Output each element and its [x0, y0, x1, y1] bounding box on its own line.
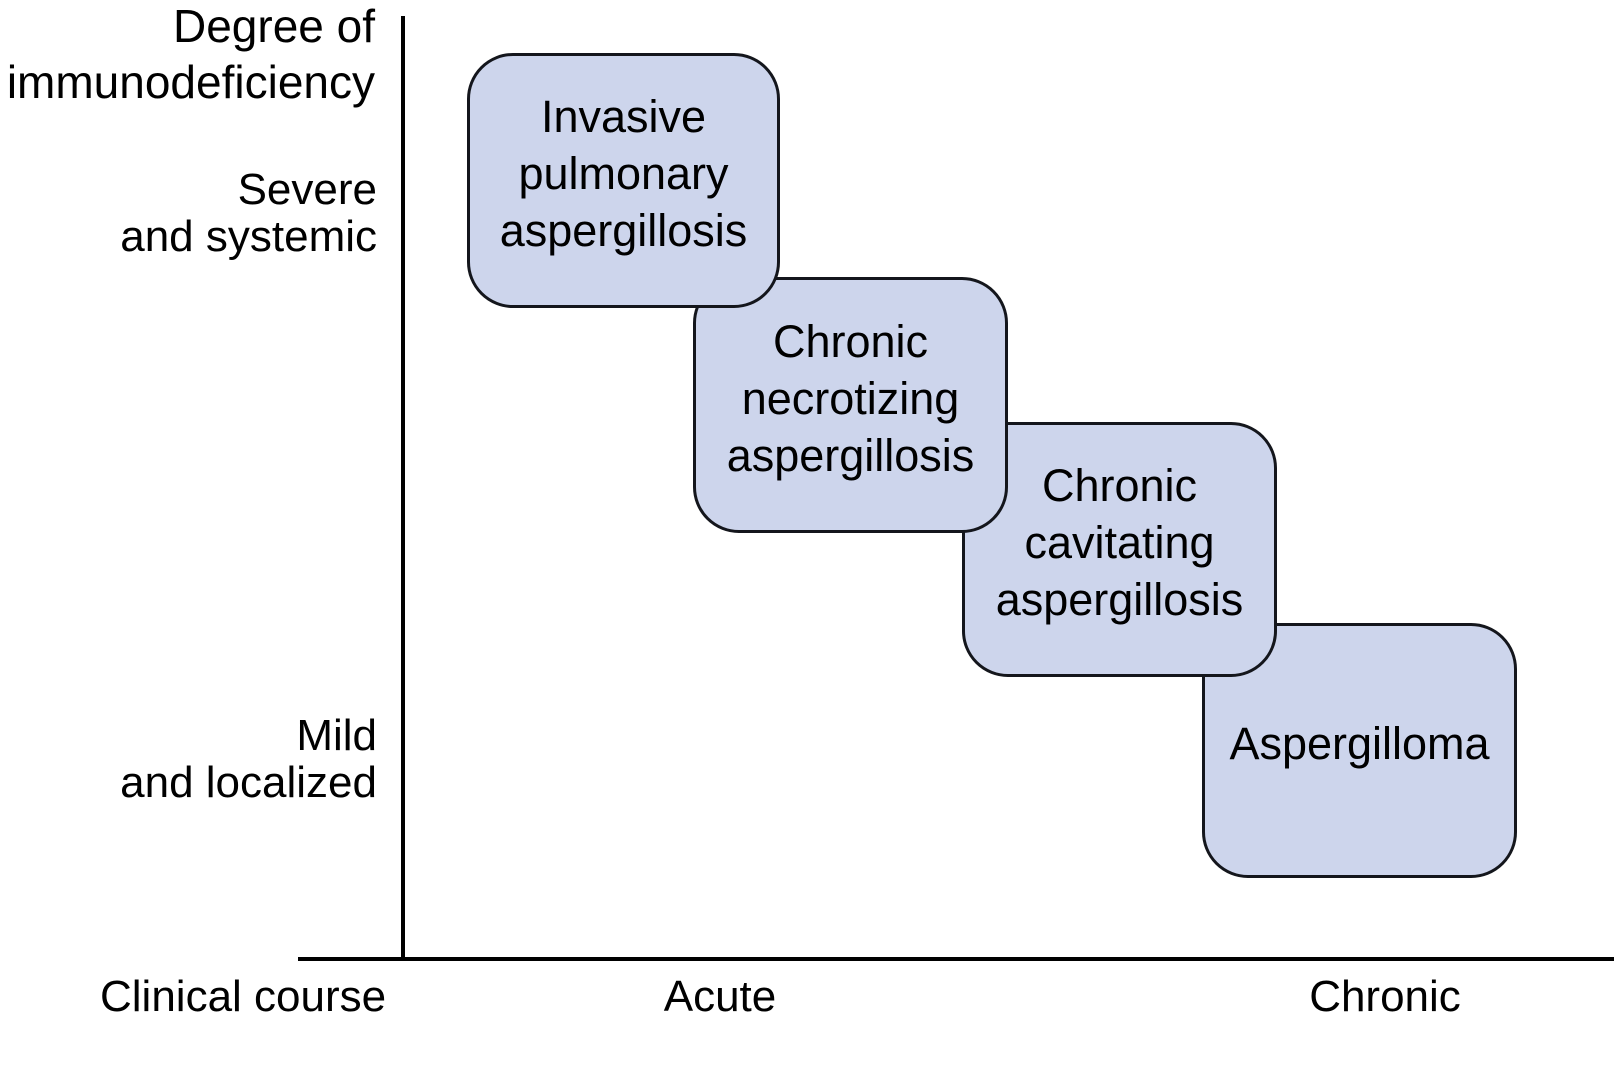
- x-axis-label-acute: Acute: [663, 972, 777, 1021]
- x-axis-label-chronic: Chronic: [1309, 972, 1461, 1021]
- y-axis-title: Degree of immunodeficiency: [6, 0, 375, 108]
- box-label: Chronic necrotizing aspergillosis: [726, 315, 975, 481]
- box-label: Aspergilloma: [1229, 718, 1490, 769]
- x-axis-title: Clinical course: [100, 972, 387, 1021]
- box-label: Invasive pulmonary aspergillosis: [499, 91, 748, 256]
- x-axis-line: [298, 957, 1614, 961]
- y-axis-label-severe-systemic: Severe and systemic: [120, 165, 377, 261]
- box-label: Chronic cavitating aspergillosis: [995, 460, 1244, 625]
- diagram-box-chronic-cavitating-aspergillosis: Chronic cavitating aspergillosis: [962, 422, 1277, 677]
- y-axis-label-mild-localized: Mild and localized: [120, 711, 377, 807]
- diagram-box-chronic-necrotizing-aspergillosis: Chronic necrotizing aspergillosis: [693, 277, 1008, 533]
- diagram-box-aspergilloma: Aspergilloma: [1202, 623, 1517, 878]
- y-axis-line: [401, 16, 405, 961]
- diagram-box-invasive-pulmonary-aspergillosis: Invasive pulmonary aspergillosis: [467, 53, 780, 308]
